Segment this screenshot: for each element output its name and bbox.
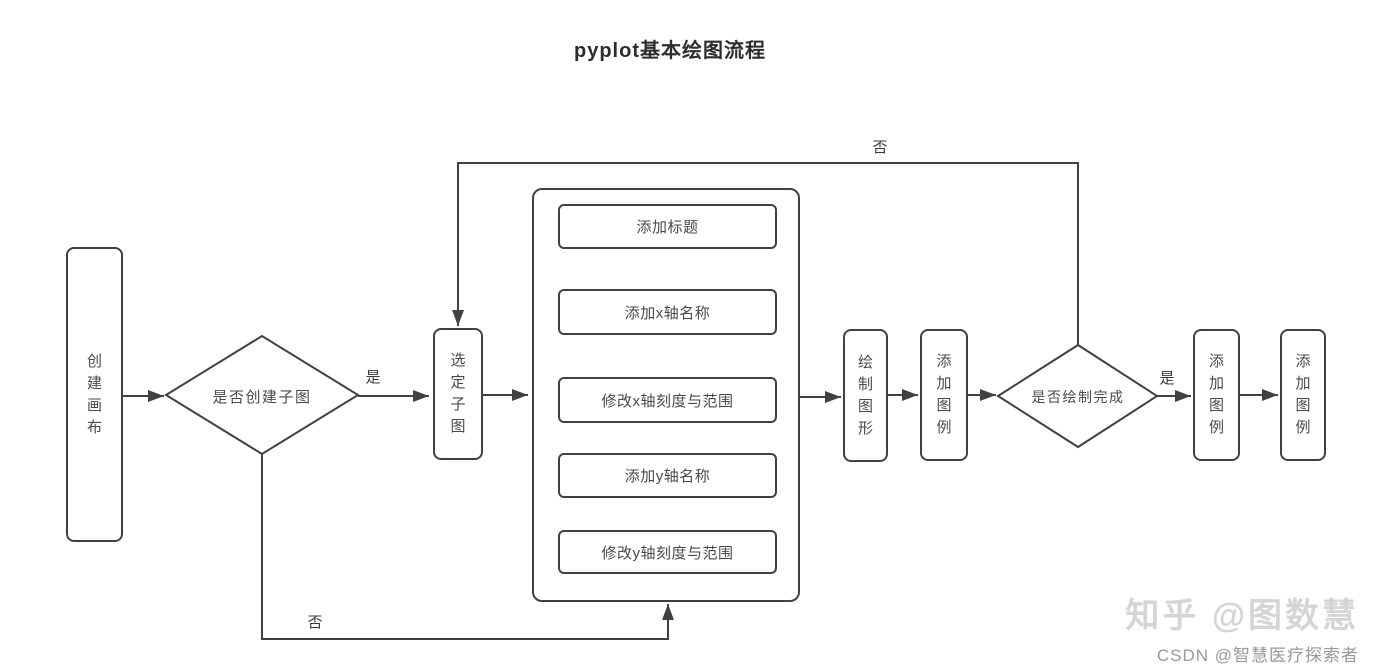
node-create-canvas-label: 创建画布 [86,352,102,436]
node-decision-subplot-label: 是否创建子图 [212,389,312,406]
edge-decision2-no-return [452,162,1079,345]
decision2-diamond [996,343,1159,449]
node-modify-yticks: 修改y轴刻度与范围 [558,530,777,574]
csdn-watermark: CSDN @智慧医疗探索者 [1156,646,1359,665]
page-title: pyplot基本绘图流程 [574,40,766,62]
node-modify-yticks-label: 修改y轴刻度与范围 [601,544,734,562]
node-decision-complete-label: 是否绘制完成 [1031,389,1125,405]
decision1-diamond [164,334,360,456]
node-add-xlabel: 添加x轴名称 [558,289,777,335]
node-draw-figure-label: 绘制图形 [857,353,873,437]
node-draw-figure: 绘制图形 [843,329,888,462]
node-add-title: 添加标题 [558,204,777,249]
node-add-legend-2: 添加图例 [1193,329,1240,461]
node-add-legend-2-label: 添加图例 [1208,353,1224,436]
node-modify-xticks-label: 修改x轴刻度与范围 [601,392,734,410]
node-add-xlabel-label: 添加x轴名称 [624,304,711,322]
node-add-ylabel-label: 添加y轴名称 [624,468,711,485]
node-select-subplot: 选定子图 [433,328,483,460]
edge-decision1-no-return [261,454,674,640]
node-select-subplot-label: 选定子图 [450,352,466,435]
zhihu-watermark: 知乎 @图数慧 [1125,597,1359,635]
node-add-legend-1-label: 添加图例 [936,353,952,436]
edge-label-yes-1: 是 [365,369,381,386]
edge-label-no-top: 否 [872,139,888,156]
node-add-legend-1: 添加图例 [920,329,968,461]
node-create-canvas: 创建画布 [66,247,123,542]
node-add-legend-3: 添加图例 [1280,329,1326,461]
node-modify-xticks: 修改x轴刻度与范围 [558,377,777,423]
node-add-legend-3-label: 添加图例 [1295,353,1311,436]
node-add-ylabel: 添加y轴名称 [558,453,777,498]
edge-label-no-bottom: 否 [307,614,323,631]
edge-label-yes-2: 是 [1159,370,1175,387]
node-add-title-label: 添加标题 [636,219,699,236]
